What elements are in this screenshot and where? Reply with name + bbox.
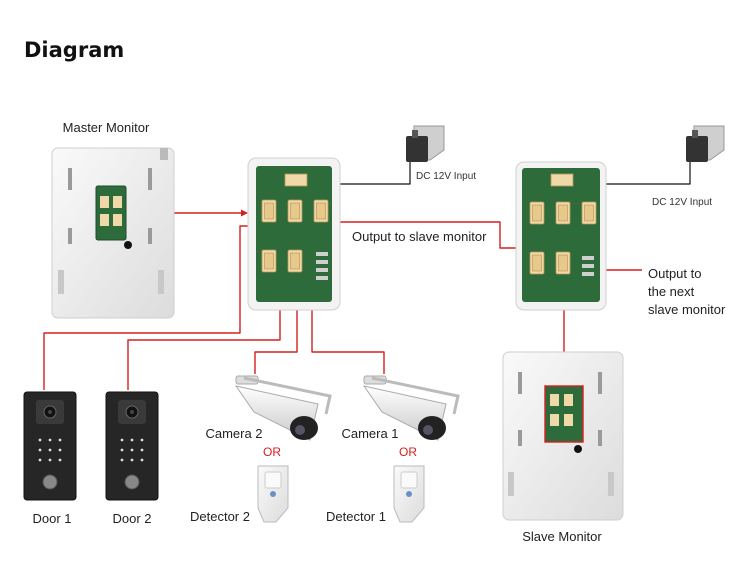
door-2-label: Door 2 — [112, 511, 151, 526]
camera-1-label: Camera 1 — [341, 426, 398, 441]
junction-box-master — [247, 157, 341, 311]
detector-1-label: Detector 1 — [326, 509, 386, 524]
or-label: OR — [399, 445, 417, 459]
page-title: Diagram — [24, 38, 124, 62]
dc-input-label: DC 12V Input — [416, 171, 476, 182]
output-to-slave-label: Output to slave monitor — [352, 229, 487, 244]
camera-2-icon — [234, 375, 332, 441]
camera-1-icon — [362, 375, 460, 441]
detector-1-icon — [393, 465, 425, 523]
camera-2-label: Camera 2 — [205, 426, 262, 441]
power-adapter-icon — [406, 125, 445, 162]
output-next-label-line2: the next — [648, 284, 695, 299]
master-monitor — [51, 147, 175, 319]
slave-monitor — [502, 351, 624, 521]
or-label: OR — [263, 445, 281, 459]
detector-2-icon — [257, 465, 289, 523]
output-next-label-line1: Output to — [648, 266, 701, 281]
door-station-2 — [105, 391, 159, 501]
power-adapter-icon — [686, 125, 725, 162]
slave-monitor-label: Slave Monitor — [522, 529, 602, 544]
door-1-label: Door 1 — [32, 511, 71, 526]
door-station-1 — [23, 391, 77, 501]
detector-2-label: Detector 2 — [190, 509, 250, 524]
output-next-label-line3: slave monitor — [648, 302, 726, 317]
master-monitor-label: Master Monitor — [63, 120, 150, 135]
dc-input-label: DC 12V Input — [652, 197, 712, 208]
junction-box-slave — [515, 161, 607, 311]
